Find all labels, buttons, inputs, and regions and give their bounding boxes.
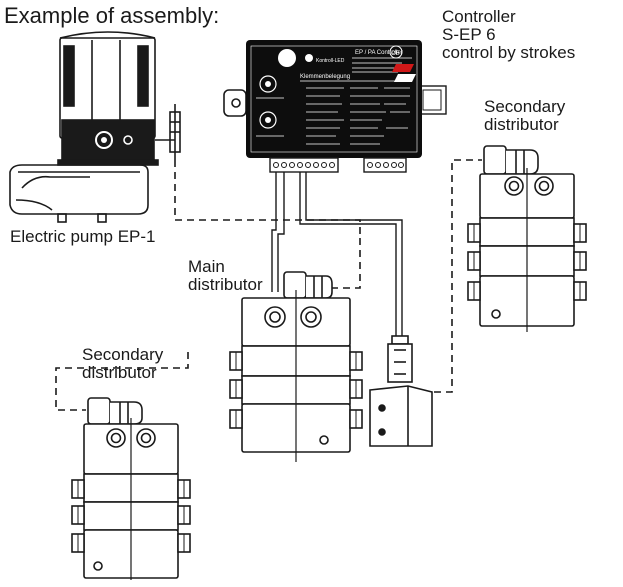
piston-detector: [369, 335, 433, 447]
secondary-distributor-right: [467, 145, 587, 332]
secondary-left-label-line2: distributor: [82, 362, 157, 382]
secondary-right-label-line1: Secondary: [484, 97, 566, 116]
controller-label-line2: S-EP 6: [442, 24, 496, 44]
lube-lines: [55, 159, 482, 411]
ce-mark: CE: [391, 51, 399, 57]
secondary-distributor-left: [71, 397, 191, 580]
controller-panel: [246, 40, 422, 158]
controller-label: Controller S-EP 6 control by strokes: [442, 8, 575, 62]
electric-pump: [9, 31, 181, 223]
main-distributor: [229, 271, 363, 462]
secondary-distributor-left-label: Secondary distributor: [82, 346, 163, 382]
signal-cables: [271, 172, 403, 340]
main-distributor-label-line1: Main: [188, 257, 225, 276]
controller-unit: Kontroll-LED EP / PA Controller CE Klemm…: [223, 40, 447, 173]
pump-label: Electric pump EP-1: [10, 227, 156, 246]
controller-label-line1: Controller: [442, 7, 516, 26]
led-label: Kontroll-LED: [316, 58, 345, 64]
main-distributor-label: Main distributor: [188, 258, 263, 294]
secondary-right-label-line2: distributor: [484, 114, 559, 134]
secondary-left-label-line1: Secondary: [82, 345, 164, 364]
controller-label-line3: control by strokes: [442, 42, 576, 62]
secondary-distributor-right-label: Secondary distributor: [484, 98, 565, 134]
main-distributor-label-line2: distributor: [188, 274, 263, 294]
panel-section: Klemmenbelegung: [300, 74, 350, 80]
panel-header: EP / PA Controller: [355, 50, 403, 56]
page-title: Example of assembly:: [4, 3, 220, 28]
